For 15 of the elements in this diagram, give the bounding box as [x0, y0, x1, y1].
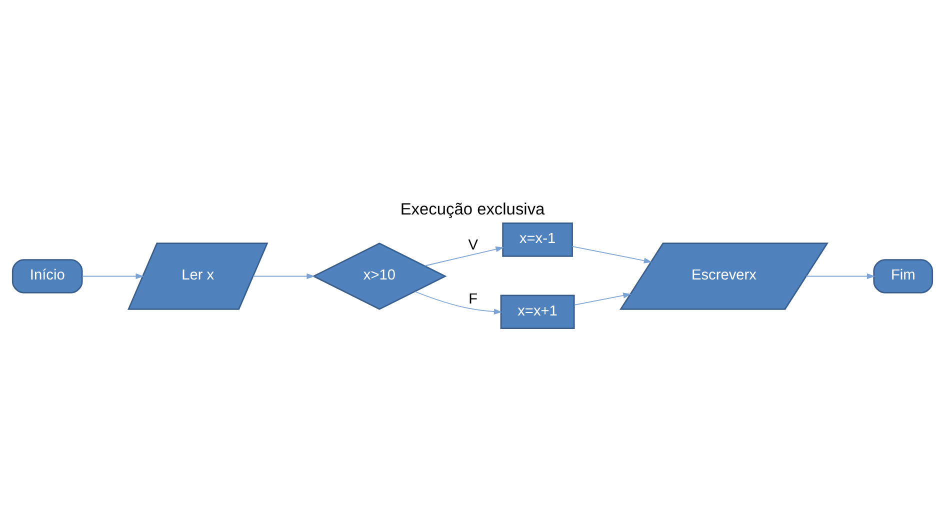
arrow: [806, 272, 876, 279]
arrow: [252, 272, 315, 279]
edge-label: V: [468, 237, 478, 254]
arrow: [574, 292, 632, 305]
edge-label: F: [468, 290, 478, 307]
arrow: [424, 246, 504, 266]
arrow: [572, 245, 652, 263]
node-box: Início: [12, 258, 83, 293]
diagram-title: Execução exclusiva: [400, 200, 545, 218]
arrow: [82, 272, 144, 279]
node-diamond: x>10: [312, 242, 447, 310]
arrow: [414, 290, 502, 314]
node-box: Fim: [873, 258, 934, 293]
node-box: x=x+1: [500, 294, 575, 329]
node-box: x=x-1: [502, 222, 573, 256]
